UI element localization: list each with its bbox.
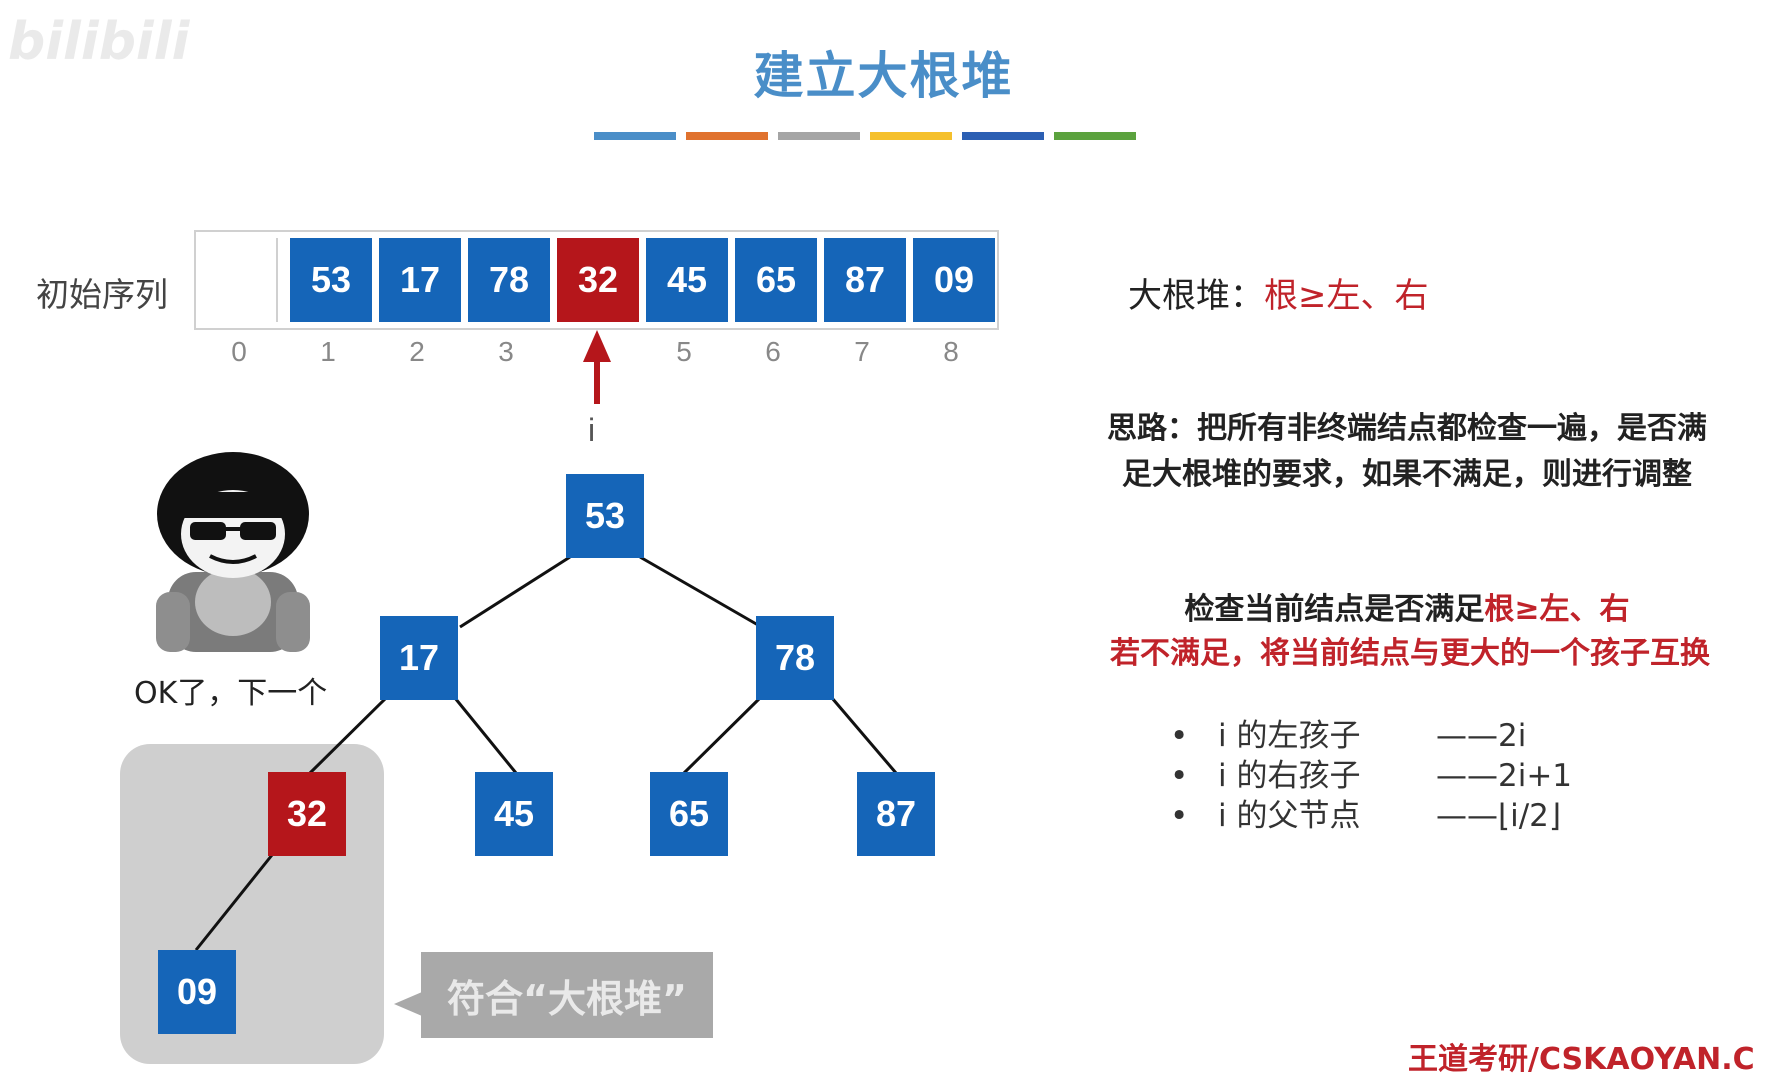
edge-32-09 bbox=[196, 855, 272, 950]
check-line-2: 若不满足，将当前结点与更大的一个孩子互换 bbox=[1080, 628, 1740, 672]
edge-17-45 bbox=[455, 698, 516, 773]
heap-ok-bubble: 符合“大根堆” bbox=[421, 952, 713, 1038]
meme-character-icon bbox=[148, 452, 318, 662]
tree-node-6: 65 bbox=[650, 772, 728, 856]
formula-label: i 的左孩子 bbox=[1218, 716, 1436, 756]
heap-definition: 大根堆：根≥左、右 bbox=[1128, 268, 1429, 317]
definition-prefix: 大根堆： bbox=[1128, 276, 1264, 316]
bubble-tail bbox=[394, 992, 422, 1016]
check-prefix: 检查当前结点是否满足 bbox=[1184, 592, 1484, 627]
edge-53-17 bbox=[460, 557, 570, 627]
meme-caption: OK了，下一个 bbox=[134, 668, 327, 712]
tree-node-4: 32 bbox=[268, 772, 346, 856]
tree-node-2: 17 bbox=[380, 616, 458, 700]
tree-node-8: 09 bbox=[158, 950, 236, 1034]
tree-node-5: 45 bbox=[475, 772, 553, 856]
formula-parent: • i 的父节点 ——⌊i/2⌋ bbox=[1170, 796, 1572, 836]
definition-rule: 根≥左、右 bbox=[1264, 276, 1429, 316]
formula-value: ——2i+1 bbox=[1436, 756, 1572, 796]
pointer-i-label: i bbox=[588, 412, 595, 449]
brand-watermark: 王道考研/CSKAOYAN.C bbox=[1408, 1034, 1755, 1078]
edge-78-65 bbox=[684, 698, 760, 773]
bullet-icon: • bbox=[1170, 756, 1218, 796]
check-line-1: 检查当前结点是否满足根≥左、右 bbox=[1090, 584, 1724, 628]
idea-line-1: 思路：把所有非终端结点都检查一遍，是否满 bbox=[1090, 406, 1724, 452]
pointer-arrow-head bbox=[583, 330, 611, 362]
formula-left-child: • i 的左孩子 ——2i bbox=[1170, 716, 1572, 756]
formula-right-child: • i 的右孩子 ——2i+1 bbox=[1170, 756, 1572, 796]
idea-line-2: 足大根堆的要求，如果不满足，则进行调整 bbox=[1090, 452, 1724, 498]
tree-node-3: 78 bbox=[756, 616, 834, 700]
bullet-icon: • bbox=[1170, 796, 1218, 836]
formula-value: ——2i bbox=[1436, 716, 1526, 756]
index-formula-list: • i 的左孩子 ——2i • i 的右孩子 ——2i+1 • i 的父节点 —… bbox=[1170, 716, 1572, 836]
formula-label: i 的父节点 bbox=[1218, 796, 1436, 836]
tree-node-1: 53 bbox=[566, 474, 644, 558]
edge-78-87 bbox=[832, 698, 896, 773]
edge-53-78 bbox=[640, 557, 758, 625]
bullet-icon: • bbox=[1170, 716, 1218, 756]
check-rule: 根≥左、右 bbox=[1484, 592, 1629, 627]
tree-node-7: 87 bbox=[857, 772, 935, 856]
idea-text: 思路：把所有非终端结点都检查一遍，是否满 足大根堆的要求，如果不满足，则进行调整 bbox=[1090, 406, 1724, 498]
formula-label: i 的右孩子 bbox=[1218, 756, 1436, 796]
formula-value: ——⌊i/2⌋ bbox=[1436, 796, 1561, 836]
